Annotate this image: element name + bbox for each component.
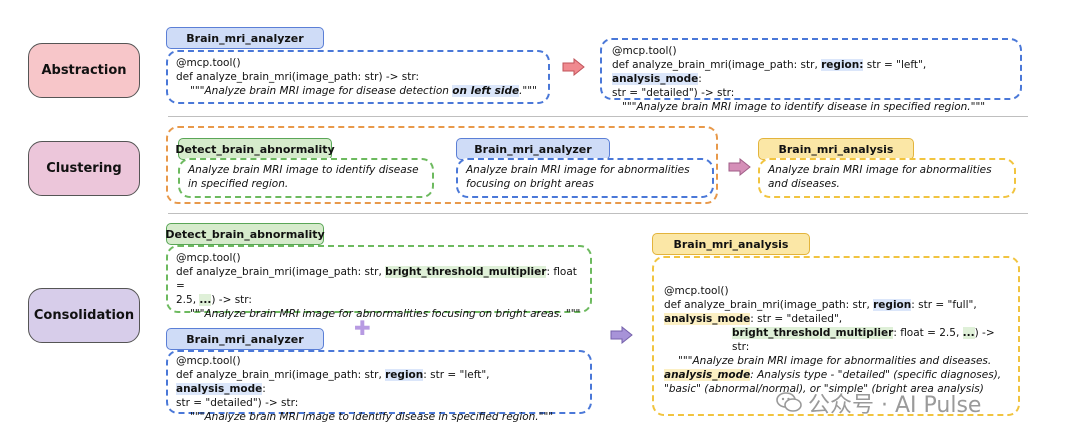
consolidation-green-l3: 2.5, ...) -> str: <box>176 294 252 306</box>
clustering-text-1: Analyze brain MRI image to identify dise… <box>188 164 422 190</box>
clustering-tag-3-label: Brain_mri_analysis <box>778 142 894 156</box>
clustering-text-2: Analyze brain MRI image for abnormalitie… <box>466 164 693 190</box>
abstraction-right-code-l4: """Analyze brain MRI image to identify d… <box>622 101 986 113</box>
consolidation-yellow-l2: def analyze_brain_mri(image_path: str, r… <box>664 299 977 311</box>
clustering-tag-2: Brain_mri_analyzer <box>456 138 610 160</box>
clustering-card-1: Analyze brain MRI image to identify dise… <box>178 158 434 198</box>
abstraction-left-tag-label: Brain_mri_analyzer <box>186 31 304 45</box>
consolidation-yellow-l7: "basic" (abnormal/normal), or "simple" (… <box>664 383 984 395</box>
divider-1 <box>168 116 1028 117</box>
stage-consolidation: Consolidation <box>28 288 140 343</box>
consolidation-arrow-icon <box>610 326 633 344</box>
consolidation-blue-tag-label: Brain_mri_analyzer <box>186 332 304 346</box>
stage-clustering-label: Clustering <box>46 161 122 176</box>
clustering-tag-3: Brain_mri_analysis <box>758 138 914 160</box>
abstraction-arrow-icon <box>562 58 585 76</box>
abstraction-left-code-l2: def analyze_brain_mri(image_path: str) -… <box>176 71 420 83</box>
abstraction-left-code-l3: """Analyze brain MRI image for disease d… <box>190 85 537 97</box>
consolidation-yellow-l4: bright_threshold_multiplier: float = 2.5… <box>732 327 998 353</box>
clustering-card-2: Analyze brain MRI image for abnormalitie… <box>456 158 714 198</box>
consolidation-green-l1: @mcp.tool() <box>176 252 241 264</box>
consolidation-yellow-l5: """Analyze brain MRI image for abnormali… <box>678 355 992 367</box>
consolidation-yellow-l1: @mcp.tool() <box>664 285 729 297</box>
clustering-arrow-icon <box>728 158 751 176</box>
stage-abstraction: Abstraction <box>28 43 140 98</box>
clustering-tag-1: Detect_brain_abnormality <box>175 138 335 160</box>
plus-icon: ✚ <box>354 316 371 340</box>
consolidation-green-tag-label: Detect_brain_abnormality <box>165 227 325 241</box>
abstraction-left-tag: Brain_mri_analyzer <box>166 27 324 49</box>
consolidation-green-l2: def analyze_brain_mri(image_path: str, b… <box>176 266 581 292</box>
consolidation-blue-l3: str = "detailed") -> str: <box>176 397 299 409</box>
consolidation-yellow-box: @mcp.tool() def analyze_brain_mri(image_… <box>652 256 1020 416</box>
consolidation-blue-l2: def analyze_brain_mri(image_path: str, r… <box>176 369 493 395</box>
stage-abstraction-label: Abstraction <box>41 63 127 78</box>
abstraction-right-box: @mcp.tool() def analyze_brain_mri(image_… <box>600 38 1022 113</box>
consolidation-blue-l1: @mcp.tool() <box>176 355 241 367</box>
abstraction-right-code-l3: str = "detailed") -> str: <box>612 87 735 99</box>
consolidation-yellow-tag-label: Brain_mri_analysis <box>673 237 789 251</box>
clustering-card-3: Analyze brain MRI image for abnormalitie… <box>758 158 1016 198</box>
abstraction-left-box: @mcp.tool() def analyze_brain_mri(image_… <box>166 50 550 104</box>
abstraction-left-code-l1: @mcp.tool() <box>176 57 241 69</box>
clustering-text-3: Analyze brain MRI image for abnormalitie… <box>768 164 995 190</box>
consolidation-green-tag: Detect_brain_abnormality <box>165 223 325 245</box>
consolidation-yellow-tag: Brain_mri_analysis <box>652 233 810 255</box>
consolidation-yellow-l3: analysis_mode: str = "detailed", <box>664 313 843 325</box>
watermark-text: 公众号 · AI Pulse <box>808 393 982 418</box>
consolidation-blue-l4: """Analyze brain MRI image to identify d… <box>190 411 554 423</box>
consolidation-green-box: @mcp.tool() def analyze_brain_mri(image_… <box>166 245 592 320</box>
consolidation-blue-box: @mcp.tool() def analyze_brain_mri(image_… <box>166 350 592 423</box>
consolidation-blue-tag: Brain_mri_analyzer <box>166 328 324 350</box>
stage-clustering: Clustering <box>28 141 140 196</box>
stage-consolidation-label: Consolidation <box>33 308 135 323</box>
clustering-tag-2-label: Brain_mri_analyzer <box>474 142 592 156</box>
consolidation-yellow-l6: analysis_mode: Analysis type - "detailed… <box>664 369 1002 381</box>
clustering-tag-1-label: Detect_brain_abnormality <box>175 142 335 156</box>
abstraction-right-code-l2: def analyze_brain_mri(image_path: str, r… <box>612 59 930 85</box>
wechat-icon <box>776 392 802 412</box>
divider-2 <box>168 213 1028 214</box>
consolidation-green-l4: """Analyze brain MRI image for abnormali… <box>190 308 581 320</box>
abstraction-right-code-l1: @mcp.tool() <box>612 45 677 57</box>
